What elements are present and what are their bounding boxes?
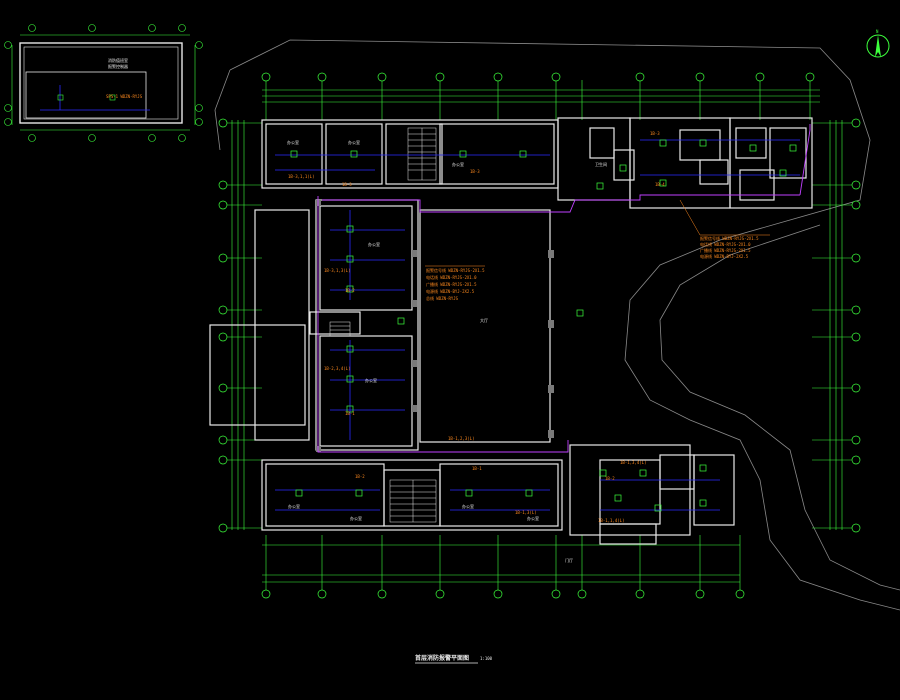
building-walls (209, 117, 813, 545)
room-label: 办公室 (287, 139, 299, 145)
axis-grid (222, 80, 855, 590)
circuit-tag: 1B-1,3(L) (515, 510, 537, 515)
axis-bubbles (218, 72, 861, 599)
column-hatch (316, 200, 554, 452)
circuit-tag: 1B-1 (345, 411, 355, 416)
drawing-scale: 1:100 (480, 656, 493, 661)
riser-note-line: 广播线 WDZN-RYJS-2X1.5 (426, 281, 477, 287)
drawing-title: 首层消防报警平面图 (415, 654, 469, 662)
room-label: 办公室 (288, 503, 300, 509)
cable-trunking (317, 124, 811, 453)
stairs (329, 127, 437, 523)
riser-note-line: 总线 WDZN-RYJS (426, 295, 459, 301)
room-label: 办公室 (350, 515, 362, 521)
riser-note: 报警信号线 WDZN-RYJS-2X1.5 电话线 WDZN-RYJS-2X1.… (425, 265, 485, 301)
circuit-tag: 1B-3,1,3(L) (324, 268, 351, 273)
inset-note-1: 消防值班室 (108, 57, 128, 63)
room-label: 办公室 (365, 377, 377, 383)
room-label: 卫生间 (595, 161, 607, 167)
room-label: 办公室 (527, 515, 539, 521)
room-labels: 办公室 办公室 办公室 办公室 办公室 办公室 办公室 办公室 办公室 大厅 卫… (287, 139, 607, 563)
feeder-note-line: 报警信号线 WDZN-RYJS-2X1.5 (700, 235, 759, 241)
riser-note-line: 电源线 WDZN-BYJ-2X2.5 (426, 288, 475, 294)
circuit-tag: 1B-2,3,4(L) (324, 366, 351, 371)
room-label: 大厅 (480, 317, 488, 323)
room-label: 办公室 (348, 139, 360, 145)
circuit-tag: 1B-4 (655, 182, 665, 187)
room-label: 办公室 (368, 241, 380, 247)
room-label: 办公室 (452, 161, 464, 167)
circuit-tag: 1B-1,2,3(L) (448, 436, 475, 441)
drawing-title-block: 首层消防报警平面图 1:100 (415, 654, 493, 664)
circuit-tag: 1B-3 (650, 131, 660, 136)
feeder-note-line: 电源线 WDZN-BYJ-2X2.5 (700, 253, 749, 259)
inset-tag: SPS-1 WDZN-RYJS (106, 94, 143, 99)
north-arrow: N (866, 29, 890, 58)
circuit-tag: 1B-3,1,1(L) (288, 174, 315, 179)
circuit-tags: 1B-3 1B-3 1B-2 1B-1 1B-2 1B-1 1B-2 1B-3 … (288, 131, 665, 523)
riser-note-line: 电话线 WDZN-RYJS-2X1.0 (426, 274, 477, 280)
alarm-bus (275, 139, 800, 511)
circuit-tag: 1B-3 (342, 182, 352, 187)
feeder-note-line: 电话线 WDZN-RYJS-2X1.0 (700, 241, 751, 247)
north-label: N (876, 29, 879, 34)
circuit-tag: 1B-1,3,4(L) (620, 460, 647, 465)
circuit-tag: 1B-2 (355, 474, 365, 479)
feeder-note-line: 广播线 WDZN-RYJS-2X1.5 (700, 247, 751, 253)
feeder-note: 报警信号线 WDZN-RYJS-2X1.5 电话线 WDZN-RYJS-2X1.… (679, 199, 770, 259)
inset-note-2: 报警控制器 (108, 63, 128, 69)
circuit-tag: 1B-1 (472, 466, 482, 471)
circuit-tag: 1B-3 (470, 169, 480, 174)
riser-note-line: 报警信号线 WDZN-RYJS-2X1.5 (426, 267, 485, 273)
circuit-tag: 1B-1,1,4(L) (598, 518, 625, 523)
smoke-detectors (290, 139, 797, 512)
inset-key-plan: 消防值班室 报警控制器 SPS-1 WDZN-RYJS (4, 24, 203, 142)
circuit-tag: 1B-2 (605, 476, 615, 481)
site-boundary (214, 39, 900, 611)
room-label: 门厅 (565, 557, 573, 563)
circuit-tag: 1B-2 (345, 288, 355, 293)
room-label: 办公室 (462, 503, 474, 509)
